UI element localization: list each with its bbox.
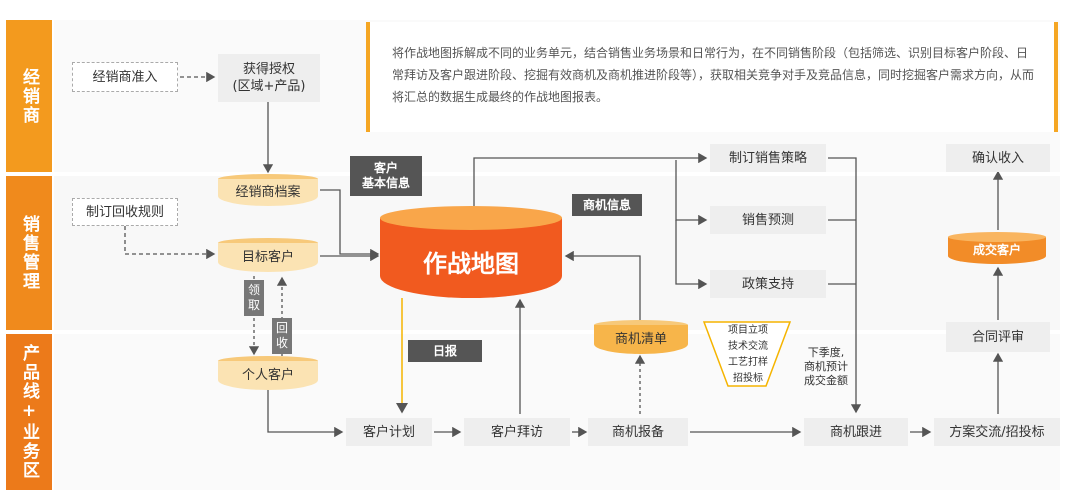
lane-product: 产品线+业务区 bbox=[6, 334, 52, 490]
node-target-customer: 目标客户 bbox=[218, 238, 318, 272]
next-quarter-note: 下季度, 商机预计 成交金额 bbox=[804, 346, 848, 387]
node-get-auth: 获得授权 (区域+产品) bbox=[218, 54, 320, 102]
node-battle-map: 作战地图 bbox=[380, 206, 562, 298]
banner-daily-report: 日报 bbox=[408, 340, 482, 362]
lane-distributor: 经销商 bbox=[6, 20, 52, 172]
node-recycle-rule: 制订回收规则 bbox=[72, 198, 178, 226]
node-confirm-income: 确认收入 bbox=[946, 144, 1050, 172]
node-solution-exchange: 方案交流/招投标 bbox=[934, 418, 1060, 446]
edge-label-recycle: 回收 bbox=[272, 318, 292, 354]
node-dealer-archive: 经销商档案 bbox=[218, 174, 318, 206]
funnel-stage-2: 技术交流 bbox=[728, 341, 768, 352]
node-deal-customer: 成交客户 bbox=[948, 232, 1046, 264]
description-box: 将作战地图拆解成不同的业务单元，结合销售业务场景和日常行为，在不同销售阶段（包括… bbox=[366, 22, 1058, 132]
node-policy-support: 政策支持 bbox=[710, 270, 826, 298]
node-opp-report: 商机报备 bbox=[588, 418, 688, 446]
funnel-stage-4: 招投标 bbox=[733, 373, 763, 384]
node-sales-strategy: 制订销售策略 bbox=[710, 144, 826, 172]
lane-sales: 销售管理 bbox=[6, 176, 52, 330]
node-opp-follow: 商机跟进 bbox=[804, 418, 908, 446]
edge-label-claim: 领取 bbox=[244, 280, 264, 316]
node-customer-visit: 客户拜访 bbox=[464, 418, 570, 446]
funnel-stage-3: 工艺打样 bbox=[728, 357, 768, 368]
node-customer-plan: 客户计划 bbox=[346, 418, 432, 446]
funnel-diagram bbox=[702, 321, 792, 387]
node-opp-list: 商机清单 bbox=[594, 320, 688, 354]
banner-customer-info: 客户 基本信息 bbox=[350, 156, 422, 196]
node-contract-review: 合同评审 bbox=[946, 322, 1050, 352]
description-text: 将作战地图拆解成不同的业务单元，结合销售业务场景和日常行为，在不同销售阶段（包括… bbox=[392, 46, 1035, 104]
funnel-stage-1: 项目立项 bbox=[728, 325, 768, 336]
node-sales-forecast: 销售预测 bbox=[710, 206, 826, 234]
banner-opp-info: 商机信息 bbox=[572, 194, 642, 216]
node-personal-customer: 个人客户 bbox=[218, 356, 318, 390]
node-dealer-access: 经销商准入 bbox=[72, 62, 178, 92]
